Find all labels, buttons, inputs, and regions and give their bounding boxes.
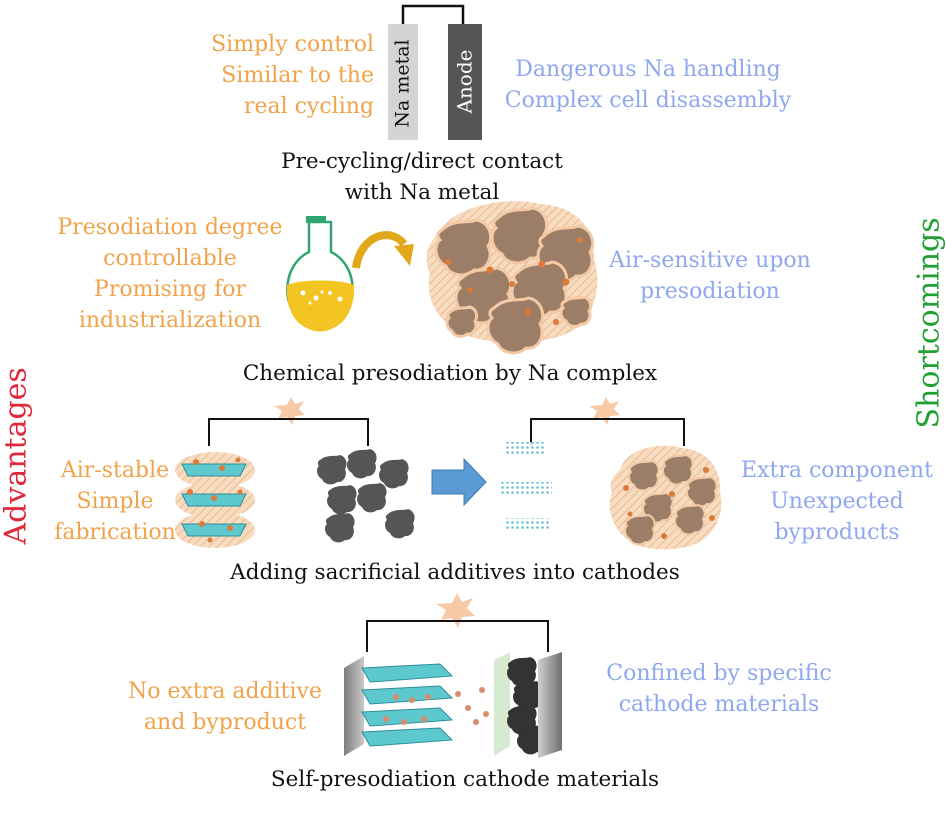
precycling-caption: Pre-cycling/direct contact with Na metal <box>281 149 563 205</box>
cycled-particle-icon <box>609 445 722 550</box>
flask-icon <box>286 216 355 332</box>
self-advantages: No extra additive and byproduct <box>127 679 323 735</box>
sodium-ions-icon <box>383 687 489 725</box>
precycling-shortcomings: Dangerous Na handling Complex cell disas… <box>504 57 792 113</box>
anode-icon <box>494 652 562 758</box>
spark-icon <box>436 593 475 628</box>
presodiated-particle-icon <box>426 201 598 355</box>
cell-circuit-line <box>366 620 549 652</box>
additives-caption: Adding sacrificial additives into cathod… <box>230 560 680 585</box>
additives-shortcomings: Extra component Unexpected byproducts <box>741 458 933 545</box>
residue-bracket-line <box>530 418 685 446</box>
advantages-label: Advantages <box>0 367 34 545</box>
spark-icon <box>274 397 305 425</box>
self-caption: Self-presodiation cathode materials <box>270 767 660 792</box>
anode-electrode <box>448 24 482 140</box>
additive-bracket-line <box>208 418 369 446</box>
anode-label: Anode <box>452 49 477 114</box>
layered-cathode-icon <box>344 656 454 756</box>
residue-icon <box>500 442 552 530</box>
layered-additive-icon <box>175 452 255 548</box>
spark-icon <box>589 397 620 425</box>
cathode-particles-icon <box>317 449 415 543</box>
chemical-advantages: Presodiation degree controllable Promisi… <box>57 215 283 333</box>
chemical-caption: Chemical presodiation by Na complex <box>242 361 658 386</box>
self-shortcomings: Confined by specific cathode materials <box>606 661 832 717</box>
precycling-advantages: Simply control Similar to the real cycli… <box>211 32 374 119</box>
external-circuit-wire <box>401 4 465 24</box>
na-metal-electrode <box>388 24 418 140</box>
na-metal-label: Na metal <box>391 39 414 128</box>
shortcomings-label: Shortcomings <box>911 217 946 429</box>
two-electrode-cell <box>388 4 482 140</box>
additives-advantages: Air-stable Simple fabrication <box>54 458 176 545</box>
chemical-shortcomings: Air-sensitive upon presodiation <box>609 248 811 304</box>
right-arrow-icon <box>431 457 487 507</box>
curved-arrow-icon <box>352 231 414 269</box>
